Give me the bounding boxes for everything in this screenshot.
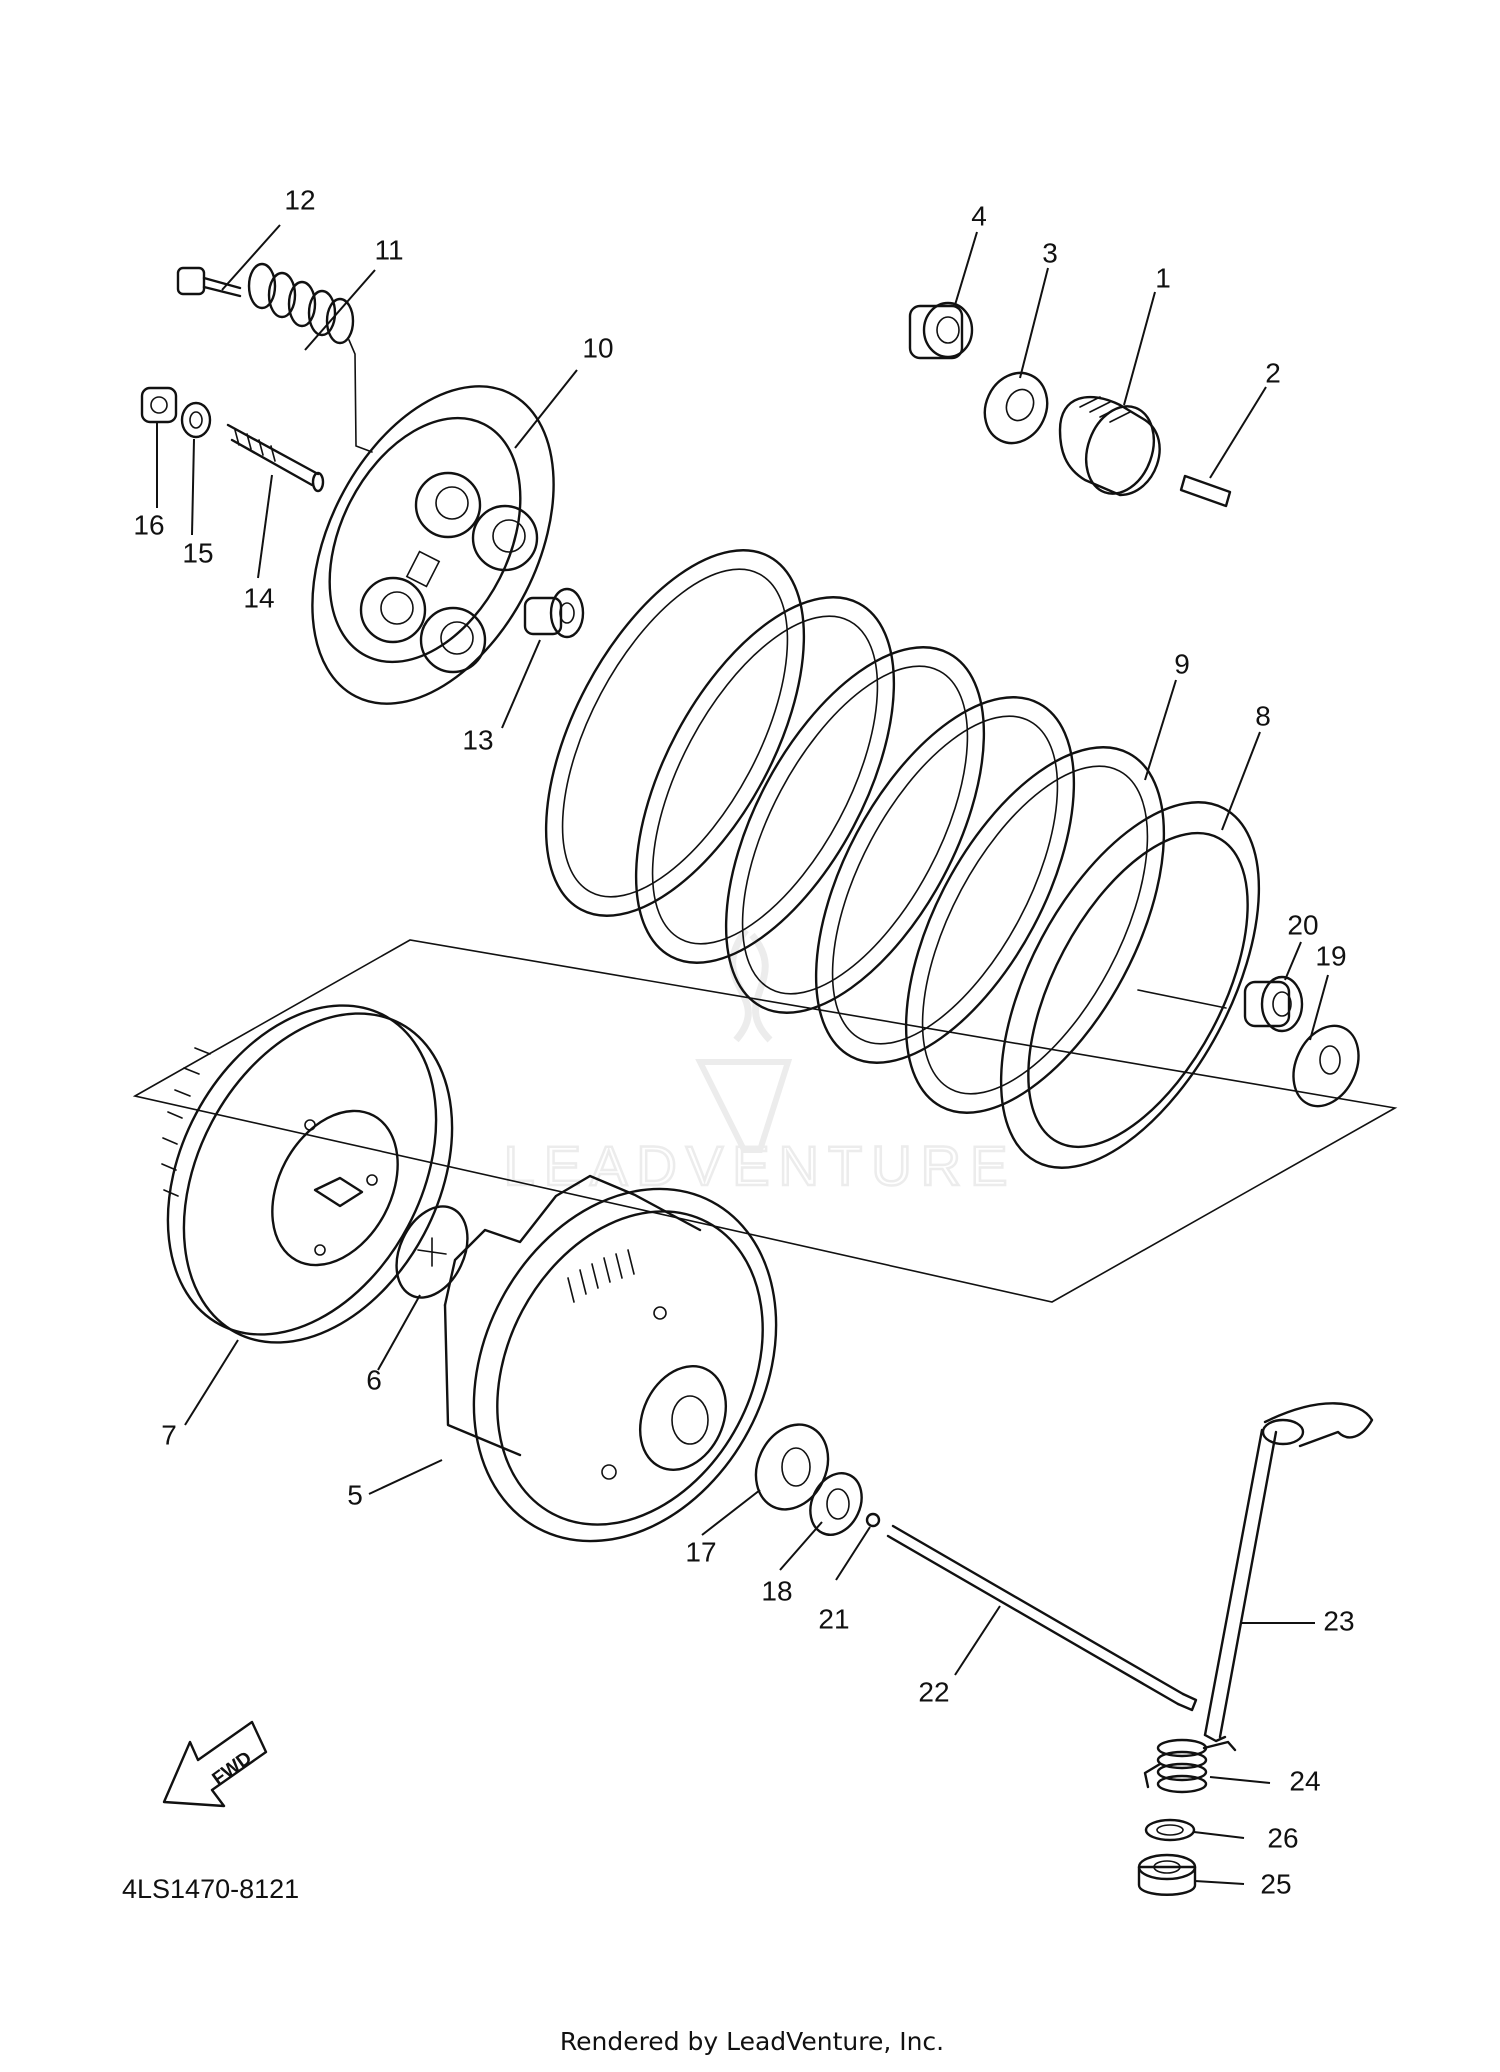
callout-25: 25 (1260, 1868, 1291, 1899)
callout-1: 1 (1155, 262, 1171, 293)
tab-washer (1292, 1024, 1360, 1108)
callout-18: 18 (761, 1575, 792, 1606)
oil-seal (1137, 1853, 1197, 1896)
callout-4: 4 (971, 200, 987, 231)
washer (180, 401, 212, 439)
push-lever-shaft (1203, 1402, 1374, 1743)
watermark-v-icon (695, 1059, 793, 1153)
bearing (523, 587, 585, 639)
clutch-spring (247, 262, 373, 453)
callout-6: 6 (366, 1364, 382, 1395)
callout-11: 11 (374, 234, 403, 265)
clutch-boss (161, 1004, 454, 1344)
nut (140, 386, 178, 424)
assembly-outline (132, 939, 1398, 1303)
callout-19: 19 (1315, 940, 1346, 971)
callout-13: 13 (462, 724, 493, 755)
callout-24: 24 (1289, 1765, 1320, 1796)
callout-2: 2 (1265, 357, 1281, 388)
callout-17: 17 (685, 1536, 716, 1567)
callouts: 1 2 3 4 5 6 7 8 9 10 11 12 13 14 15 16 1… (133, 184, 1354, 1899)
steel-ball (865, 1512, 881, 1528)
render-credit: Rendered by LeadVenture, Inc. (560, 2027, 944, 2056)
callout-20: 20 (1287, 909, 1318, 940)
callout-12: 12 (284, 184, 315, 215)
callout-22: 22 (918, 1676, 949, 1707)
callout-16: 16 (133, 509, 164, 540)
push-rod (226, 423, 325, 493)
lock-washer (983, 371, 1049, 445)
callout-5: 5 (347, 1479, 363, 1510)
lock-nut (908, 301, 974, 360)
thrust-washer (395, 1205, 469, 1299)
spacer (1243, 975, 1304, 1033)
callout-23: 23 (1323, 1605, 1354, 1636)
key (1179, 474, 1232, 508)
plain-washer (809, 1472, 863, 1536)
callout-7: 7 (161, 1419, 177, 1450)
fwd-arrow-icon: FWD (162, 1720, 268, 1808)
clutch-housing (443, 1174, 778, 1543)
callout-15: 15 (182, 537, 213, 568)
circlip-washer (1144, 1818, 1196, 1842)
bolt (176, 266, 242, 298)
torsion-spring (1143, 1738, 1237, 1794)
collar (1058, 395, 1161, 497)
callout-9: 9 (1174, 648, 1190, 679)
callout-3: 3 (1042, 237, 1058, 268)
callout-8: 8 (1255, 700, 1271, 731)
callout-14: 14 (243, 582, 274, 613)
callout-10: 10 (582, 332, 613, 363)
long-push-rod (886, 1524, 1198, 1712)
watermark-text: LEADVENTURE (504, 1134, 1017, 1197)
friction-plates (544, 549, 1261, 1169)
part-code: 4LS1470-8121 (122, 1874, 299, 1904)
leader-lines (156, 224, 1329, 1885)
watermark: LEADVENTURE (502, 927, 1017, 1198)
callout-21: 21 (818, 1603, 849, 1634)
pressure-plate (311, 385, 555, 705)
callout-26: 26 (1267, 1822, 1298, 1853)
